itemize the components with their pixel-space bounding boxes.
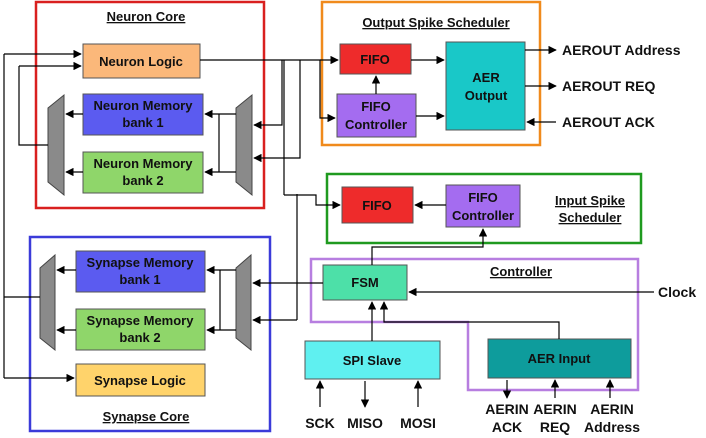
- input-spike-scheduler-title-line1: Input Spike: [555, 193, 625, 208]
- synapse-core-frame: [28, 235, 272, 433]
- aerout-address-label: AEROUT Address: [562, 42, 681, 58]
- aer-output-block: [445, 41, 526, 131]
- synapse-memory-bank-2-block: [75, 308, 206, 351]
- output-fifo-controller-block: [336, 93, 417, 138]
- output-spike-scheduler-frame: [320, 0, 542, 147]
- controller-frame: [309, 257, 640, 392]
- sck-label: SCK: [305, 415, 335, 431]
- miso-label: MISO: [347, 415, 383, 431]
- synapse-memory-bank-1-label-line2: bank 1: [119, 272, 160, 287]
- mosi-label: MOSI: [400, 415, 436, 431]
- neuron-logic-label: Neuron Logic: [99, 54, 183, 69]
- input-spike-scheduler-title-line2: Scheduler: [559, 210, 622, 225]
- synapse-memory-bank-1-block: [75, 250, 206, 293]
- input-fifo-controller-label-line2: Controller: [452, 208, 514, 223]
- output-spike-scheduler-title: Output Spike Scheduler: [362, 15, 509, 30]
- aer-output-label-line1: AER: [472, 70, 500, 85]
- neuron-memory-bank-2-label-line1: Neuron Memory: [94, 156, 194, 171]
- aer-input-block: [487, 338, 632, 379]
- neuron-logic-block: [82, 43, 201, 79]
- aerin-address-label-line1: AERIN: [590, 401, 634, 417]
- synapse-core-right-mux: [235, 253, 252, 352]
- wire-to-input-fifo: [284, 194, 341, 210]
- synapse-memory-bank-2-label-line2: bank 2: [119, 330, 160, 345]
- aerin-req-label-line2: REQ: [540, 419, 570, 435]
- synapse-memory-bank-1-label-line1: Synapse Memory: [87, 255, 195, 270]
- input-fifo-label: FIFO: [362, 198, 392, 213]
- neuron-memory-bank-1-label-line1: Neuron Memory: [94, 98, 194, 113]
- neuron-core-right-mux: [235, 93, 253, 197]
- controller-title: Controller: [490, 264, 552, 279]
- input-fifo-controller-block: [445, 184, 521, 228]
- synapse-logic-block: [75, 363, 206, 397]
- aer-output-label-line2: Output: [465, 88, 508, 103]
- output-fifo-block: [339, 43, 412, 75]
- aerout-ack-label: AEROUT ACK: [562, 114, 655, 130]
- wire-neuron-logic-to-fifo-ctrl: [200, 59, 336, 123]
- wire-neuron-left-mux: [18, 66, 48, 146]
- output-fifo-controller-label-line2: Controller: [345, 117, 407, 132]
- wire-fsm-to-in-fifoctrl: [371, 228, 488, 265]
- synapse-logic-label: Synapse Logic: [94, 373, 186, 388]
- output-fifo-controller-label-line1: FIFO: [361, 99, 391, 114]
- neuron-core-title: Neuron Core: [107, 9, 186, 24]
- synapse-core-title: Synapse Core: [103, 409, 190, 424]
- output-fifo-label: FIFO: [360, 52, 390, 67]
- input-fifo-block: [341, 186, 414, 224]
- neuron-memory-bank-2-label-line2: bank 2: [122, 173, 163, 188]
- aerin-req-label-line1: AERIN: [533, 401, 577, 417]
- connection-wires: [3, 45, 654, 408]
- aerin-ack-label-line2: ACK: [492, 419, 522, 435]
- wire-aer-input-to-fsm: [379, 301, 560, 339]
- synapse-core-left-mux: [39, 253, 56, 352]
- wire-to-neuron-right-mux-a: [253, 60, 283, 130]
- neuron-core-left-mux: [47, 93, 65, 197]
- wire-to-neuron-right-mux-b: [253, 60, 301, 163]
- aerin-ack-label-line1: AERIN: [485, 401, 529, 417]
- neuron-core-frame: [34, 0, 266, 210]
- aerin-address-label-line2: Address: [584, 419, 640, 435]
- aer-input-label: AER Input: [528, 351, 591, 366]
- neuron-memory-bank-1-label-line2: bank 1: [122, 115, 163, 130]
- fsm-label: FSM: [351, 275, 378, 290]
- synapse-memory-bank-2-label-line1: Synapse Memory: [87, 313, 195, 328]
- spi-slave-label: SPI Slave: [343, 353, 402, 368]
- aerout-req-label: AEROUT REQ: [562, 78, 655, 94]
- fsm-block: [322, 264, 408, 301]
- clock-label: Clock: [658, 284, 696, 300]
- input-spike-scheduler-frame: [325, 172, 643, 245]
- input-fifo-controller-label-line1: FIFO: [468, 190, 498, 205]
- spi-slave-block: [304, 340, 441, 380]
